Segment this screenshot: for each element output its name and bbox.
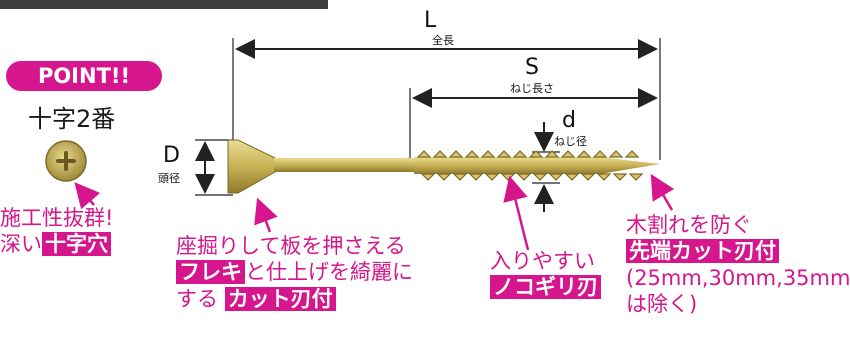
thread-tooth <box>576 150 592 158</box>
screw-side-view <box>227 139 660 194</box>
callout-arrows <box>74 173 675 251</box>
thread-tooth <box>532 173 548 181</box>
feature-saw-line2: ノコギリ刃 <box>490 274 601 300</box>
thread-tooth <box>564 173 580 181</box>
thread-tooth <box>468 173 484 181</box>
feature-fleki-cutter: 座掘りして板を押さえる フレキと仕上げを綺麗に する カット刃付 <box>176 233 413 312</box>
thread-tooth <box>496 150 512 158</box>
feature-saw-line1: 入りやすい <box>490 249 595 273</box>
thread-tooth <box>480 150 496 158</box>
dim-d-letter: d <box>562 108 576 133</box>
feature-tip-cutter: 木割れを防ぐ 先端カット刃付 (25mm,30mm,35mm は除く) <box>626 212 850 317</box>
thread-tooth <box>624 150 640 158</box>
dim-L-letter: L <box>424 8 437 33</box>
thread-tooth <box>500 173 516 181</box>
thread-tooth <box>628 173 644 181</box>
thread-tooth <box>544 150 560 158</box>
dim-S-letter: S <box>525 55 539 80</box>
dim-d-label: ねじ径 <box>554 135 587 148</box>
thread-tooth <box>580 173 596 181</box>
head-type-label: 十字2番 <box>28 105 116 133</box>
thread-tooth <box>436 173 452 181</box>
thread-tooth <box>416 150 432 158</box>
feature-cross-line2: 深い十字穴 <box>0 231 113 257</box>
thread-tooth <box>548 173 564 181</box>
section-header-bar <box>0 0 328 9</box>
thread-tooth <box>596 173 612 181</box>
feature-fleki-line2: フレキと仕上げを綺麗に <box>176 259 413 285</box>
feature-fleki-line1: 座掘りして板を押さえる <box>176 234 406 258</box>
feature-tip-note2: は除く) <box>626 291 698 316</box>
feature-cross-line1: 施工性抜群! <box>0 206 114 230</box>
feature-tip-line1: 木割れを防ぐ <box>626 213 752 237</box>
head-diameter-dimension-D <box>195 139 233 196</box>
feature-tip-line2: 先端カット刃付 <box>626 238 850 264</box>
thread-tooth <box>464 150 480 158</box>
thread-tooth <box>448 150 464 158</box>
dim-D-letter: D <box>163 143 180 168</box>
feature-cross-recess: 施工性抜群! 深い十字穴 <box>0 205 113 258</box>
thread-tooth <box>452 173 468 181</box>
feature-saw-thread: 入りやすい ノコギリ刃 <box>490 248 601 301</box>
dim-D-label: 頭径 <box>158 172 180 185</box>
screw-diagram <box>45 38 675 251</box>
thread-tooth <box>512 150 528 158</box>
thread-tooth <box>432 150 448 158</box>
dim-L-label: 全長 <box>432 34 454 47</box>
thread-tooth <box>528 150 544 158</box>
thread-tooth <box>560 150 576 158</box>
point-badge: POINT!! <box>6 61 162 91</box>
thread-tooth <box>484 173 500 181</box>
thread-tooth <box>612 173 628 181</box>
screw-head-top-view <box>45 140 87 182</box>
thread-tooth <box>608 150 624 158</box>
feature-tip-note1: (25mm,30mm,35mm <box>626 265 850 290</box>
length-dimension-L <box>232 38 661 160</box>
feature-fleki-line3: する カット刃付 <box>176 286 413 312</box>
thread-length-dimension-S <box>409 88 658 158</box>
dim-S-label: ねじ長さ <box>510 82 554 95</box>
thread-tooth <box>592 150 608 158</box>
thread-tooth <box>420 173 436 181</box>
thread-tooth <box>516 173 532 181</box>
